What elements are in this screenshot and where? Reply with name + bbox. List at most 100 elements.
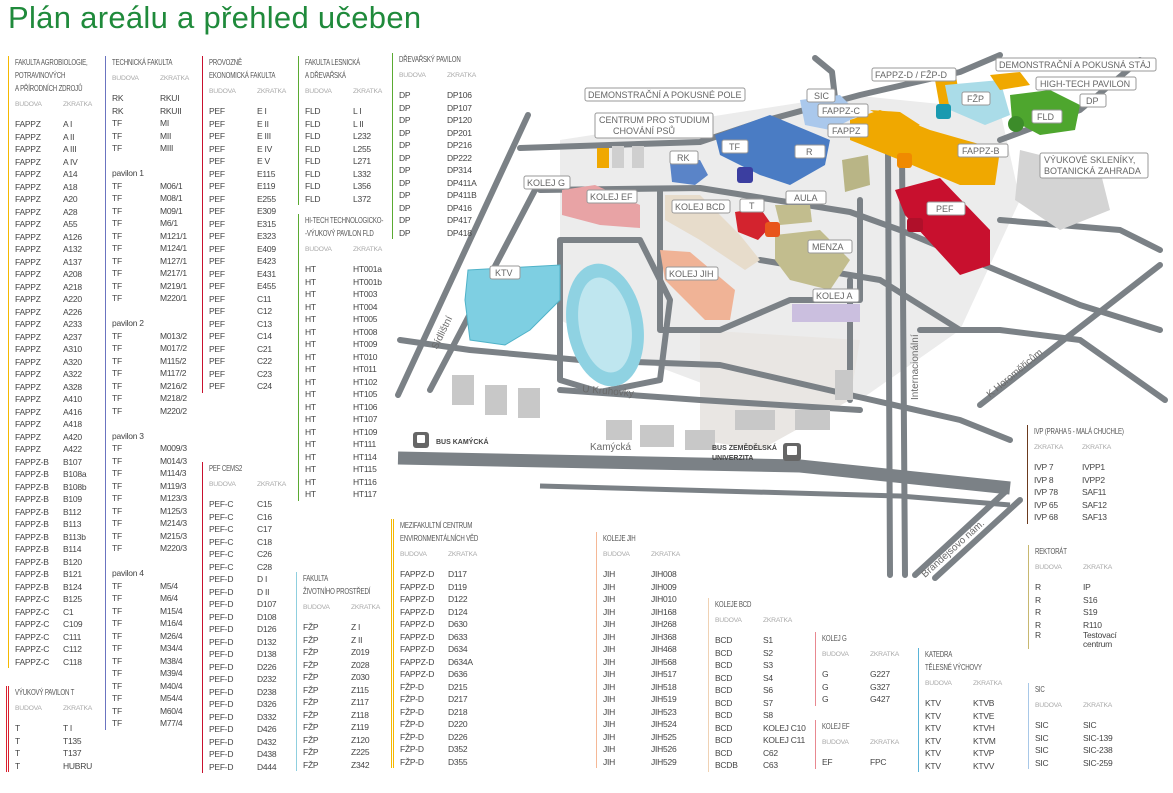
room-code: B124 [63,581,82,592]
building-pef [895,178,990,275]
road-east-lower [917,327,1168,403]
room-code: A137 [63,256,82,267]
room-code: G427 [870,694,890,704]
label-ktv: KTV [489,265,521,280]
room-code: L356 [353,181,371,191]
label-kolej-a: KOLEJ A [812,288,860,303]
room-code: M115/2 [160,355,187,366]
building-code: FAPPZ-C [15,644,50,654]
building-code: FAPPZ [15,319,41,329]
building-code: HT [305,414,316,424]
building-code: TF [112,293,122,303]
building-code: FAPPZ-B [15,506,49,517]
building-code: PEF-D [209,649,234,659]
room-code: A55 [63,219,78,229]
svg-text:BOTANICKÁ ZAHRADA: BOTANICKÁ ZAHRADA [1044,166,1141,176]
building-code: PEF [209,243,225,254]
room-code: D107 [257,599,277,609]
building-code: G [822,694,829,704]
building-code: TF [112,393,122,403]
building-code: FLD [305,106,321,116]
room-code: B120 [63,556,82,567]
room-code: HT003 [353,289,378,299]
building-code: PEF-C [209,549,234,559]
building-code: FŽP [303,697,319,707]
room-code: B108a [63,469,87,479]
room-code: JIH009 [651,581,677,592]
header-zkratka: ZKRATKA [1082,444,1112,451]
room-code: E323 [257,231,276,241]
section-title: FAKULTA AGROBIOLOGIE, [15,57,88,67]
room-code: M220/3 [160,543,187,553]
room-code: KTVE [973,710,995,721]
building-code: FŽP [303,709,319,720]
room-code: M34/4 [160,643,183,653]
label-skleniky: VÝUKOVÉ SKLENÍKY,BOTANICKÁ ZAHRADA [1039,152,1149,179]
building-code: FAPPZ-B [15,556,49,567]
building-code: TF [112,368,122,378]
room-code: E II [257,118,269,129]
building-code: PEF [209,343,225,354]
header-budova: BUDOVA [15,101,42,108]
room-code: JIH008 [651,569,677,579]
section-title: KOLEJE JIH [603,533,636,543]
building-code: DP [399,90,411,100]
room-code: C14 [257,331,272,341]
header-zkratka: ZKRATKA [63,101,93,108]
building-code: FAPPZ [15,156,41,167]
building-code: FAPPZ [15,119,41,129]
building-code: FŽP [303,647,319,657]
building-gray-11 [835,370,853,400]
label-tf: TF [721,139,749,154]
building-code: TF [112,530,122,541]
room-code: D132 [257,636,277,647]
building-code: HT [305,451,316,462]
room-code: D226 [257,661,277,672]
room-code: E V [257,156,270,166]
building-code: FLD [305,181,321,191]
label-fappzb: FAPPZ-B [957,143,1009,158]
room-code: SAF13 [1082,512,1107,522]
room-code: M121/1 [160,230,187,241]
room-code: M06/1 [160,180,183,191]
label-kolejg: KOLEJ G [523,175,571,190]
building-code: FAPPZ [15,206,41,217]
room-code: D438 [257,749,277,759]
section-title: POTRAVINOVÝCH [15,70,66,80]
building-code: FAPPZ [15,344,41,354]
room-code: JIH368 [651,631,677,642]
fld-icon [1008,116,1024,132]
room-code: M218/2 [160,393,187,403]
room-code: L271 [353,156,371,166]
room-code: SAF11 [1082,487,1107,497]
building-code: PEF [209,306,225,316]
room-code: T135 [63,735,82,746]
building-code: TF [112,443,122,453]
building-t [735,208,772,240]
building-code: KTV [925,748,941,758]
building-code: HT [305,314,316,324]
section-title: ENVIRONMENTÁLNÍCH VĚD [400,533,479,543]
building-fappz [850,110,1000,185]
room-code: JIH010 [651,594,677,604]
